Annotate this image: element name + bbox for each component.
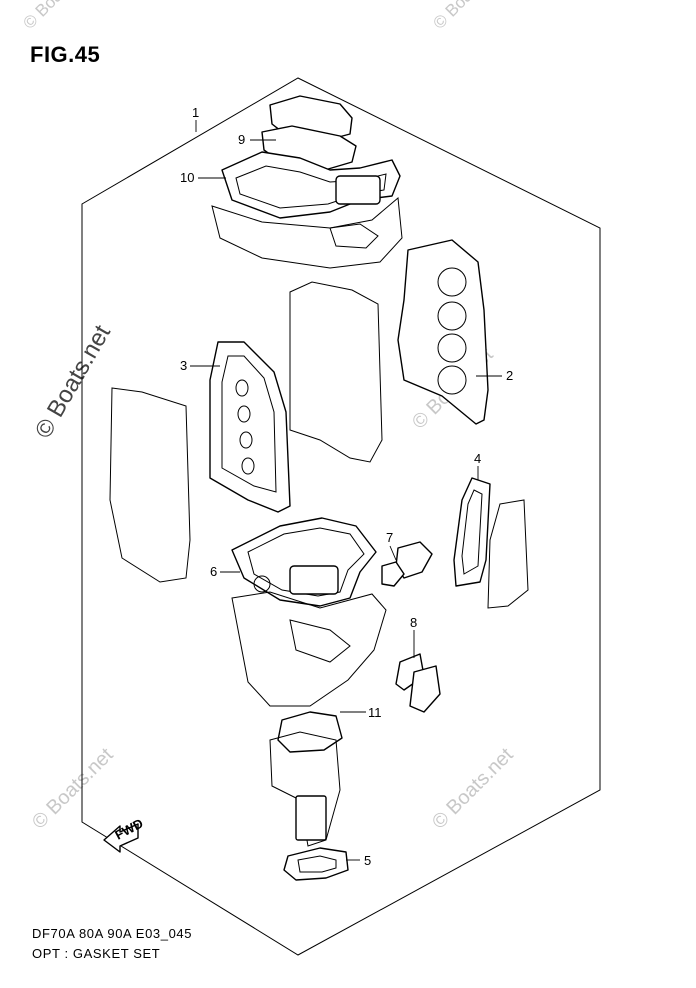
part-5-bottom-gasket — [283, 847, 349, 881]
upper-block-recess — [329, 223, 379, 249]
callout-2: 2 — [506, 368, 513, 383]
callout-11: 11 — [368, 705, 382, 720]
part-4-inner — [461, 489, 483, 575]
callout-8: 8 — [410, 615, 417, 630]
callout-6: 6 — [210, 564, 217, 579]
lower-housing-recess — [289, 619, 351, 663]
watermark-top-right: © Boats.net — [429, 0, 506, 33]
kit-outline — [81, 77, 601, 956]
upper-block-outline — [211, 197, 403, 269]
watermark-bottom-right: © Boats.net — [428, 744, 518, 834]
right-panel-outline — [487, 499, 529, 609]
watermark-left-large: © Boats.net — [30, 320, 116, 443]
callout-3: 3 — [180, 358, 187, 373]
lower-housing-outline — [231, 591, 387, 707]
part-2-head-gasket — [397, 239, 489, 425]
callout-4: 4 — [474, 451, 481, 466]
part-10-upper-gasket — [221, 151, 401, 219]
watermark-top-left: © Boats.net — [19, 0, 96, 33]
callout-10: 10 — [180, 170, 194, 185]
callout-9: 9 — [238, 132, 245, 147]
part-5-inner — [297, 855, 337, 873]
figure-title: FIG.45 — [30, 42, 101, 67]
part-3-rocker-gasket — [209, 341, 291, 513]
callouts: 1 2 3 4 5 6 7 8 9 10 11 — [180, 105, 513, 868]
leader-lines — [190, 120, 502, 861]
model-code: DF70A 80A 90A E03_045 — [32, 926, 193, 941]
fwd-arrow-icon: FWD — [103, 816, 146, 853]
part-7-thermostat-gasket — [381, 541, 433, 587]
callout-1: 1 — [192, 105, 199, 120]
callout-5: 5 — [364, 853, 371, 868]
figure-description: OPT : GASKET SET — [32, 946, 161, 961]
part-6-manifold-gasket — [231, 517, 377, 607]
cylinder-block-outline — [289, 281, 383, 463]
left-panel-outline — [109, 387, 191, 583]
part-8-plate-gasket — [395, 653, 441, 713]
callout-7: 7 — [386, 530, 393, 545]
watermark-bottom-left: © Boats.net — [28, 744, 118, 834]
part-11-sump-gasket — [269, 711, 343, 847]
